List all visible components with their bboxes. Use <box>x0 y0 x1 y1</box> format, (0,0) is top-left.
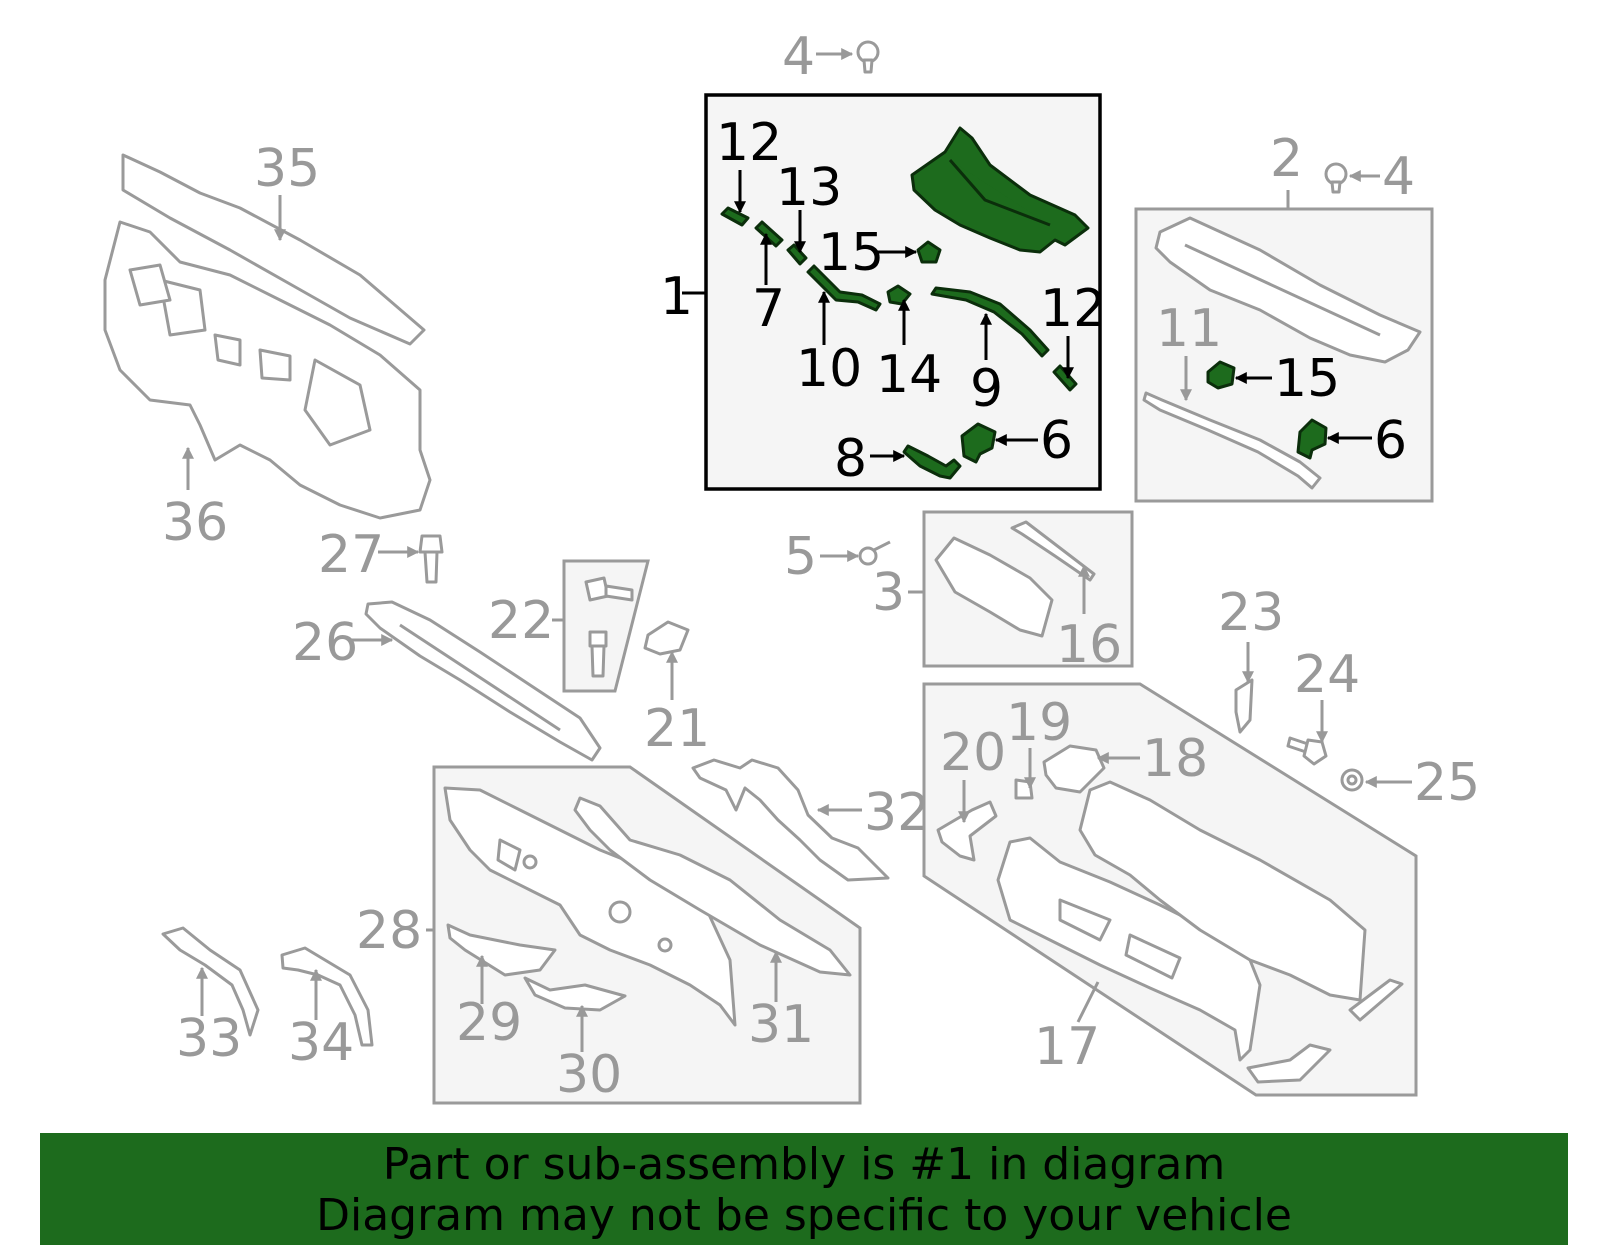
callout-4-top[interactable]: 4 <box>782 27 815 87</box>
callout-13[interactable]: 13 <box>776 158 842 218</box>
part-35-insulator[interactable] <box>121 153 426 346</box>
callout-10[interactable]: 10 <box>796 339 862 399</box>
part-18-bracket[interactable] <box>1042 744 1106 794</box>
part-29-bracket[interactable] <box>446 923 557 977</box>
part-15-clip[interactable] <box>916 240 942 264</box>
callout-6-box2[interactable]: 6 <box>1374 411 1407 471</box>
part-4-clip-right[interactable] <box>1324 162 1348 194</box>
part-20-bracket[interactable] <box>936 800 998 862</box>
part-36-dash-insulator[interactable] <box>103 220 432 520</box>
part-23-bracket[interactable] <box>1234 678 1254 734</box>
part-26-reinforcement[interactable] <box>364 600 602 762</box>
callout-30[interactable]: 30 <box>556 1045 622 1105</box>
banner-line-1: Part or sub-assembly is #1 in diagram <box>382 1139 1226 1190</box>
part-5-clip[interactable] <box>858 540 891 566</box>
notice-banner: Part or sub-assembly is #1 in diagram Di… <box>40 1133 1568 1245</box>
callout-29[interactable]: 29 <box>456 993 522 1053</box>
callout-11[interactable]: 11 <box>1156 299 1222 359</box>
callout-leaders <box>182 48 1412 1052</box>
callout-6-box1[interactable]: 6 <box>1040 411 1073 471</box>
callout-33[interactable]: 33 <box>176 1009 242 1069</box>
callout-35[interactable]: 35 <box>254 139 320 199</box>
callout-25[interactable]: 25 <box>1414 753 1480 813</box>
part-2-cowl-top[interactable] <box>1154 216 1422 364</box>
callout-16[interactable]: 16 <box>1056 615 1122 675</box>
part-34-bracket[interactable] <box>280 946 374 1047</box>
part-10-hose[interactable] <box>806 264 882 312</box>
callout-22[interactable]: 22 <box>488 591 554 651</box>
part-33-bracket[interactable] <box>161 926 260 1037</box>
part-21-bracket[interactable] <box>643 620 690 656</box>
callout-4-right[interactable]: 4 <box>1382 147 1415 207</box>
callout-24[interactable]: 24 <box>1294 645 1360 705</box>
callout-14[interactable]: 14 <box>876 345 942 405</box>
callout-labels: 1 12 13 15 7 10 14 9 12 6 8 4 2 4 11 15 … <box>162 27 1480 1105</box>
part-24-bolt[interactable] <box>1286 736 1328 766</box>
part-31-cowl-side[interactable] <box>573 796 852 977</box>
callout-19[interactable]: 19 <box>1006 693 1072 753</box>
callout-31[interactable]: 31 <box>748 995 814 1055</box>
part-6-bracket-b[interactable] <box>1296 418 1328 460</box>
callout-2[interactable]: 2 <box>1270 129 1303 189</box>
callout-28[interactable]: 28 <box>356 901 422 961</box>
banner-line-2: Diagram may not be specific to your vehi… <box>316 1190 1292 1241</box>
callout-20[interactable]: 20 <box>940 723 1006 783</box>
callout-12-right[interactable]: 12 <box>1040 279 1106 339</box>
callout-23[interactable]: 23 <box>1218 583 1284 643</box>
part-9-seal[interactable] <box>930 286 1050 358</box>
callout-15-box1[interactable]: 15 <box>818 223 884 283</box>
callout-7[interactable]: 7 <box>752 279 785 339</box>
part-3-panel[interactable] <box>934 536 1054 638</box>
part-11-rod[interactable] <box>1142 391 1322 490</box>
part-4-clip-top[interactable] <box>856 40 880 74</box>
part-13-seal[interactable] <box>786 243 808 266</box>
part-17-cowl-panel[interactable] <box>996 780 1404 1084</box>
callout-18[interactable]: 18 <box>1142 729 1208 789</box>
part-30-bracket[interactable] <box>523 976 627 1012</box>
callout-12-top[interactable]: 12 <box>716 113 782 173</box>
part-8-hose[interactable] <box>902 444 962 480</box>
part-15-clip-b[interactable] <box>1206 360 1236 390</box>
part-25-nut[interactable] <box>1340 768 1364 792</box>
callout-17[interactable]: 17 <box>1034 1017 1100 1077</box>
callout-34[interactable]: 34 <box>288 1013 354 1073</box>
callout-8[interactable]: 8 <box>834 429 867 489</box>
part-12-seal-top[interactable] <box>720 206 750 227</box>
callout-27[interactable]: 27 <box>318 525 384 585</box>
cowl-top-panel[interactable] <box>910 126 1090 254</box>
part-16-seal[interactable] <box>1010 520 1096 582</box>
callout-21[interactable]: 21 <box>644 699 710 759</box>
part-32-reinforcement[interactable] <box>691 758 890 882</box>
part-27-bolt[interactable] <box>418 534 444 584</box>
callout-3[interactable]: 3 <box>872 563 905 623</box>
callout-5[interactable]: 5 <box>784 527 817 587</box>
callout-9[interactable]: 9 <box>970 359 1003 419</box>
callout-1[interactable]: 1 <box>660 267 693 327</box>
part-6-bracket[interactable] <box>960 422 997 464</box>
callout-32[interactable]: 32 <box>864 783 930 843</box>
callout-15-box2[interactable]: 15 <box>1274 349 1340 409</box>
part-28-dash-panel[interactable] <box>443 786 737 1027</box>
part-22-bolts[interactable] <box>584 576 634 678</box>
callout-26[interactable]: 26 <box>292 613 358 673</box>
callout-36[interactable]: 36 <box>162 493 228 553</box>
